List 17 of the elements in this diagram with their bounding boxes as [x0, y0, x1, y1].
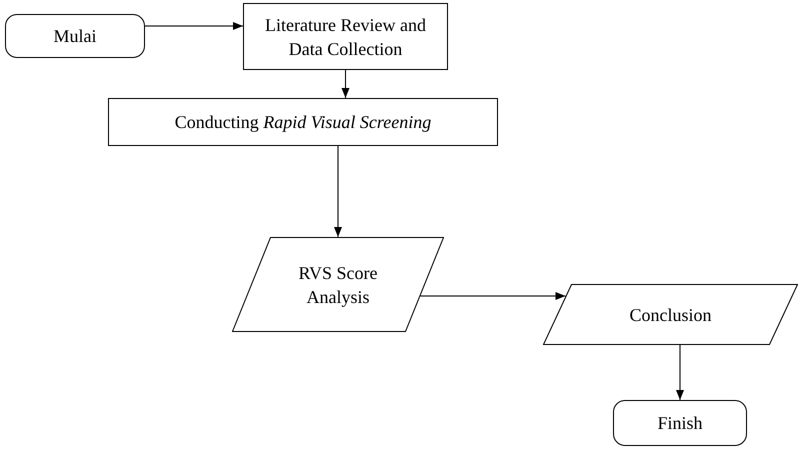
- arrow: [334, 146, 342, 238]
- box-label: Literature Review and Data Collection: [264, 14, 427, 60]
- box-label: RVS Score Analysis: [297, 262, 379, 308]
- process-box: [243, 3, 448, 70]
- box-label: Mulai: [54, 25, 96, 48]
- box-label: Conclusion: [629, 304, 712, 326]
- box-label: Conducting Rapid Visual Screening: [174, 111, 432, 134]
- arrow: [342, 70, 350, 98]
- arrow: [144, 22, 244, 30]
- terminal-box: [613, 400, 747, 446]
- arrow: [676, 344, 684, 400]
- process-box: [108, 98, 498, 146]
- data-parallelogram: [543, 284, 798, 345]
- terminal-box: [5, 14, 145, 58]
- data-parallelogram: [232, 237, 444, 332]
- arrow: [420, 292, 566, 300]
- box-label: Finish: [657, 412, 703, 435]
